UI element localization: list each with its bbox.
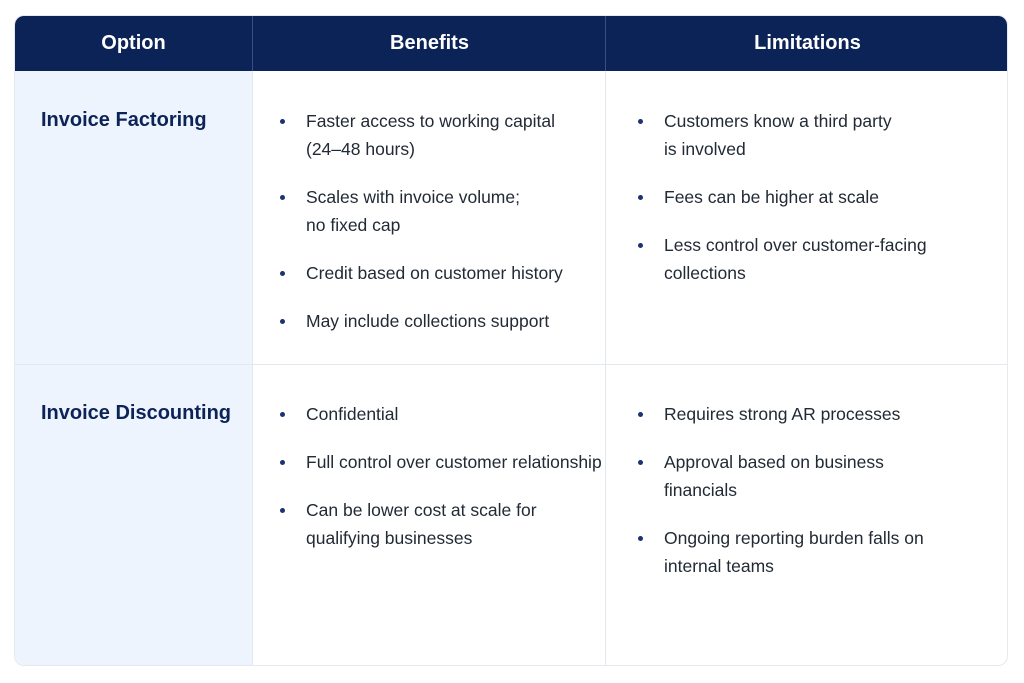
bullet-dot-icon <box>638 536 643 541</box>
bullet-dot-icon <box>280 508 285 513</box>
bullet-item: Faster access to working capital (24–48 h… <box>280 107 636 163</box>
bullet-item: Ongoing reporting burden falls on interna… <box>638 524 994 580</box>
bullet-text: Faster access to working capital <box>306 111 555 131</box>
bullet-text: Can be lower cost at scale for <box>306 500 537 520</box>
bullet-text: qualifying businesses <box>306 528 473 548</box>
header-limitations: Limitations <box>754 32 861 54</box>
bullet-item: Fees can be higher at scale <box>638 183 994 211</box>
bullet-dot-icon <box>280 195 285 200</box>
bullet-item: Customers know a third party is involved <box>638 107 994 163</box>
bullet-text: Less control over customer-facing <box>664 235 927 255</box>
bullet-dot-icon <box>280 460 285 465</box>
column-divider <box>605 71 606 665</box>
bullet-item: Less control over customer-facing collect… <box>638 231 994 287</box>
bullet-dot-icon <box>638 460 643 465</box>
header-divider <box>605 16 606 71</box>
bullet-text: Ongoing reporting burden falls on <box>664 528 924 548</box>
bullet-item: Credit based on customer history <box>280 259 636 287</box>
bullet-dot-icon <box>638 119 643 124</box>
column-divider <box>252 71 253 665</box>
bullet-text: Requires strong AR processes <box>664 404 901 424</box>
bullet-text: financials <box>664 480 737 500</box>
header-option: Option <box>101 32 166 54</box>
bullet-dot-icon <box>638 412 643 417</box>
header-divider <box>252 16 253 71</box>
comparison-table: Option Benefits Limitations Invoice Fact… <box>14 15 1008 666</box>
bullet-dot-icon <box>280 271 285 276</box>
benefits-list: Faster access to working capital (24–48 h… <box>280 107 636 355</box>
bullet-text: Full control over customer relationship <box>306 452 602 472</box>
bullet-text: (24–48 hours) <box>306 139 415 159</box>
bullet-dot-icon <box>638 243 643 248</box>
option-column <box>15 71 252 665</box>
bullet-text: collections <box>664 263 746 283</box>
table-header: Option Benefits Limitations <box>15 16 1007 71</box>
bullet-dot-icon <box>638 195 643 200</box>
bullet-item: Requires strong AR processes <box>638 400 994 428</box>
bullet-item: Confidential <box>280 400 636 428</box>
row-option-invoice-factoring: Invoice Factoring <box>41 109 207 131</box>
bullet-text: Confidential <box>306 404 399 424</box>
row-divider <box>15 364 1007 365</box>
bullet-text: May include collections support <box>306 311 550 331</box>
bullet-text: Scales with invoice volume; <box>306 187 520 207</box>
bullet-text: no fixed cap <box>306 215 401 235</box>
bullet-text: Credit based on customer history <box>306 263 563 283</box>
bullet-text: internal teams <box>664 556 774 576</box>
bullet-item: Scales with invoice volume; no fixed cap <box>280 183 636 239</box>
bullet-item: Can be lower cost at scale for qualifying… <box>280 496 636 552</box>
bullet-text: Approval based on business <box>664 452 884 472</box>
bullet-dot-icon <box>280 412 285 417</box>
row-option-invoice-discounting: Invoice Discounting <box>41 402 232 424</box>
bullet-item: Full control over customer relationship <box>280 448 636 476</box>
bullet-text: Customers know a third party <box>664 111 892 131</box>
bullet-item: Approval based on business financials <box>638 448 994 504</box>
bullet-text: Fees can be higher at scale <box>664 187 879 207</box>
bullet-item: May include collections support <box>280 307 636 335</box>
bullet-text: is involved <box>664 139 746 159</box>
header-benefits: Benefits <box>390 32 469 54</box>
bullet-dot-icon <box>280 119 285 124</box>
bullet-dot-icon <box>280 319 285 324</box>
